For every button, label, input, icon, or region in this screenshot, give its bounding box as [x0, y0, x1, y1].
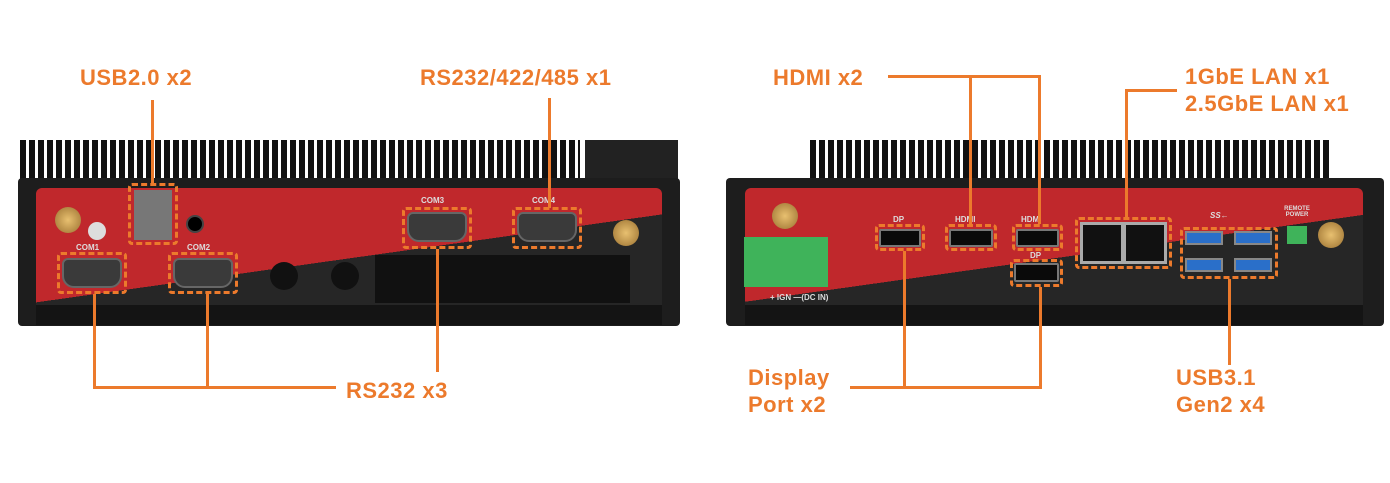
leader-line [1125, 89, 1177, 92]
com3-highlight [402, 207, 472, 249]
com4-highlight [512, 207, 582, 249]
leader-line [93, 386, 336, 389]
dp1-highlight [875, 224, 925, 251]
com1-highlight [57, 252, 127, 294]
usb3-port [1185, 258, 1223, 272]
dp-label: DP [893, 215, 905, 224]
usb3-highlight [1180, 227, 1278, 279]
heatsink-block [585, 140, 678, 185]
leader-line [206, 294, 209, 388]
rs232-label: RS232 x3 [346, 378, 448, 403]
remote-power-label: REMOTE POWER [1284, 206, 1310, 218]
com4-port [517, 212, 577, 242]
com2-port [173, 258, 233, 288]
leader-line [1125, 89, 1128, 218]
displayport-label-line2: Port x2 [748, 392, 827, 417]
audio-jack [186, 215, 204, 233]
usb3-port [1234, 231, 1272, 245]
bottom-strip [745, 305, 1363, 325]
dc-in-terminal [744, 237, 828, 287]
heatsink-fins [810, 140, 1330, 182]
leader-line [436, 249, 439, 372]
usb3-label-line2: Gen2 x4 [1176, 392, 1266, 417]
leader-line [903, 251, 906, 388]
lan-highlight [1075, 217, 1172, 269]
hdmi2-highlight [1012, 224, 1063, 251]
com2-highlight [168, 252, 238, 294]
leader-line [1038, 75, 1041, 224]
usb3-port [1234, 258, 1272, 272]
remote-power-connector [1287, 226, 1307, 244]
antenna-cap [331, 262, 359, 290]
hdmi-port-1 [949, 229, 993, 247]
rs232-422-485-label: RS232/422/485 x1 [420, 65, 612, 90]
com2-label: COM2 [187, 243, 211, 252]
com4-label: COM4 [532, 196, 556, 205]
leader-line [151, 100, 154, 183]
displayport-2 [1014, 263, 1059, 282]
leader-line [969, 75, 972, 224]
antenna-connector [1318, 222, 1344, 248]
leader-line [93, 294, 96, 388]
lan-2-5gbe-label: 2.5GbE LAN x1 [1185, 91, 1350, 116]
dc-in-label: + IGN —(DC IN) [770, 293, 829, 302]
antenna-connector [772, 203, 798, 229]
leader-line [1039, 287, 1042, 388]
leader-line [850, 386, 1042, 389]
dp2-highlight [1010, 259, 1063, 287]
antenna-connector [613, 220, 639, 246]
superspeed-label: SS← [1210, 211, 1229, 220]
usb2-highlight [128, 183, 178, 245]
displayport-1 [879, 229, 921, 247]
hdmi-port-2 [1016, 229, 1059, 247]
usb2-label: USB2.0 x2 [80, 65, 193, 90]
heatsink-fins [20, 140, 580, 182]
usb2-ports [134, 190, 172, 240]
expansion-slot [375, 255, 630, 303]
lan-1gbe-label: 1GbE LAN x1 [1185, 64, 1330, 89]
hdmi-count-label: HDMI x2 [773, 65, 864, 90]
com3-label: COM3 [421, 196, 445, 205]
displayport-label-line1: Display [748, 365, 830, 390]
leader-line [888, 75, 1041, 78]
usb3-label-line1: USB3.1 [1176, 365, 1257, 390]
com1-port [62, 258, 122, 288]
antenna-connector [55, 207, 81, 233]
bottom-strip [36, 305, 662, 325]
hdmi-label: HDMI [1021, 215, 1042, 224]
lan-port-1 [1080, 222, 1124, 264]
lan-port-2 [1123, 222, 1167, 264]
dp-label: DP [1030, 251, 1042, 260]
leader-line [1228, 279, 1231, 365]
antenna-cap [270, 262, 298, 290]
com3-port [407, 212, 467, 242]
power-button[interactable] [88, 222, 106, 240]
hdmi1-highlight [945, 224, 997, 251]
hdmi-label: HDMI [955, 215, 976, 224]
leader-line [548, 98, 551, 208]
com1-label: COM1 [76, 243, 100, 252]
usb3-port [1185, 231, 1223, 245]
